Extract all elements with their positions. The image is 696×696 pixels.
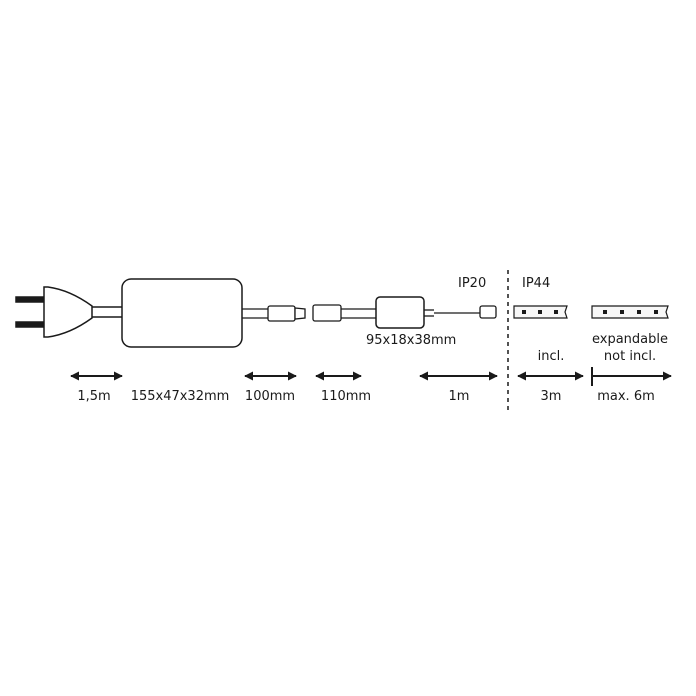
cable-segment-b: [312, 304, 376, 322]
ip44-label: IP44: [522, 276, 550, 291]
dimension-label-plug-cable: 1,5m: [77, 389, 110, 404]
ip20-label: IP20: [458, 276, 486, 291]
cable-segment-a: [242, 305, 306, 322]
cable-segment-controller: [424, 305, 497, 319]
plug-icon: [15, 286, 122, 338]
dimension-label-cable-b: 110mm: [321, 389, 371, 404]
led-strip-icon: [513, 305, 568, 319]
dimension-label-cable-a: 100mm: [245, 389, 295, 404]
power-supply-icon: [121, 278, 243, 348]
controller-icon: [375, 296, 425, 329]
dimension-label-controller-cable: 1m: [449, 389, 470, 404]
strip-included-status: incl.: [538, 349, 565, 364]
strip-expandable-line2: not incl.: [604, 349, 656, 364]
dimension-label-strip-max: max. 6m: [597, 389, 655, 404]
dimension-label-power-supply: 155x47x32mm: [131, 389, 230, 404]
led-strip-expansion-icon: [591, 305, 669, 319]
dimension-label-strip-included: 3m: [541, 389, 562, 404]
controller-size-label: 95x18x38mm: [366, 333, 456, 348]
strip-expandable-line1: expandable: [592, 332, 668, 347]
